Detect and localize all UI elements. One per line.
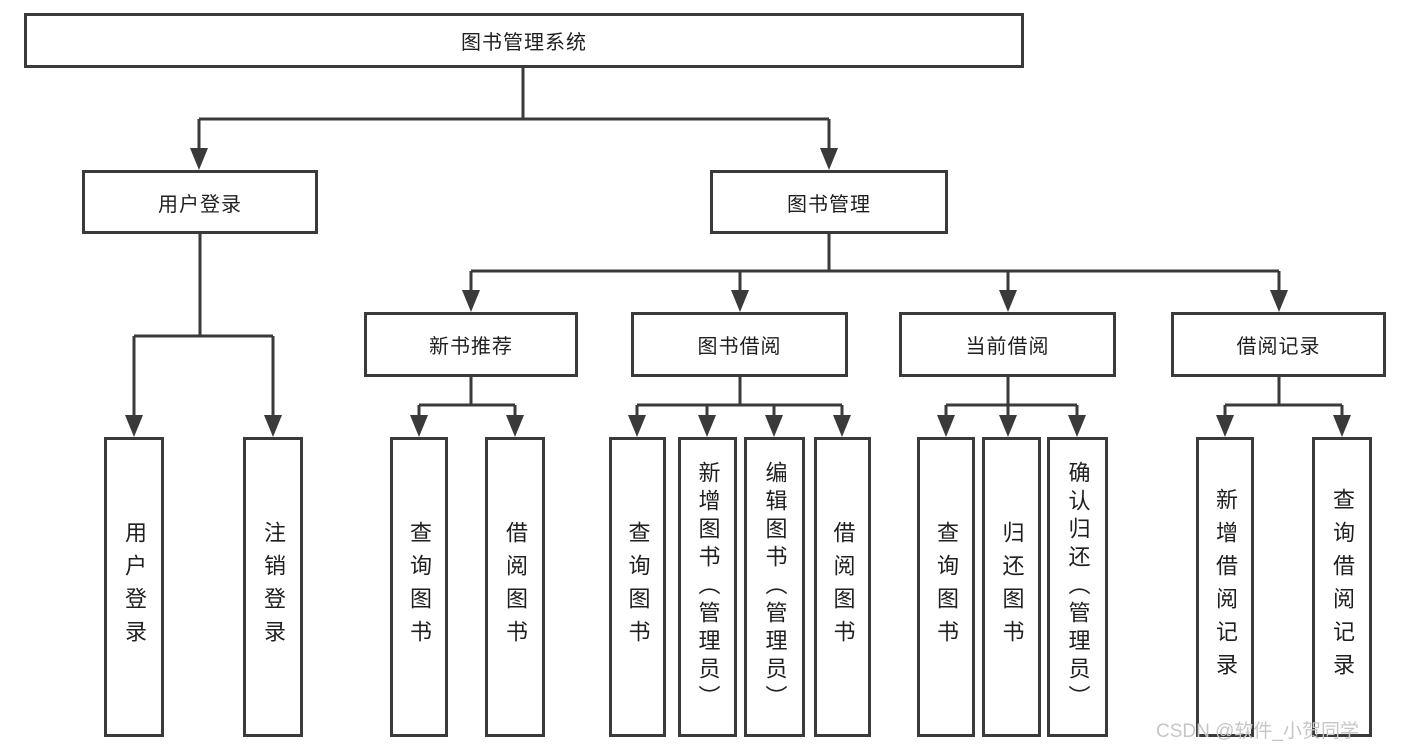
leaf-return-book-label: 归还图书 xyxy=(999,521,1025,653)
leaf-logout: 注销登录 xyxy=(243,437,303,737)
node-borrow-records-label: 借阅记录 xyxy=(1236,336,1321,358)
node-root: 图书管理系统 xyxy=(24,13,1024,68)
leaf-query-borrow-record-label: 查询借阅记录 xyxy=(1330,488,1355,686)
leaf-borrow-books-borrow: 借阅图书 xyxy=(814,437,871,737)
leaf-edit-book-admin: 编辑图书（管理员） xyxy=(744,437,805,737)
node-current-borrow-label: 当前借阅 xyxy=(965,336,1050,358)
leaf-query-books-current-label: 查询图书 xyxy=(934,521,959,653)
watermark: CSDN @软件_小贺同学 xyxy=(1156,721,1359,742)
leaf-user-login-label: 用户登录 xyxy=(122,521,147,653)
leaf-borrow-books-borrow-label: 借阅图书 xyxy=(830,521,856,653)
node-book-mgmt-label: 图书管理 xyxy=(787,193,871,216)
leaf-logout-label: 注销登录 xyxy=(261,521,286,653)
node-book-mgmt: 图书管理 xyxy=(710,170,948,234)
leaf-borrow-books-recommend: 借阅图书 xyxy=(485,437,545,737)
node-user-login: 用户登录 xyxy=(82,170,318,234)
node-book-borrow: 图书借阅 xyxy=(631,312,848,377)
leaf-query-borrow-record: 查询借阅记录 xyxy=(1312,437,1372,737)
leaf-query-books-recommend-label: 查询图书 xyxy=(407,521,432,653)
leaf-query-books-borrow: 查询图书 xyxy=(609,437,666,737)
node-current-borrow: 当前借阅 xyxy=(899,312,1116,377)
leaf-confirm-return-admin-label: 确认归还（管理员） xyxy=(1065,461,1091,713)
leaf-borrow-books-recommend-label: 借阅图书 xyxy=(503,521,528,653)
leaf-query-books-current: 查询图书 xyxy=(917,437,975,737)
node-new-book-recommend: 新书推荐 xyxy=(364,312,578,377)
leaf-return-book: 归还图书 xyxy=(982,437,1041,737)
leaf-confirm-return-admin: 确认归还（管理员） xyxy=(1047,437,1108,737)
node-user-login-label: 用户登录 xyxy=(158,193,242,216)
leaf-edit-book-admin-label: 编辑图书（管理员） xyxy=(762,461,788,713)
node-root-label: 图书管理系统 xyxy=(461,32,587,54)
node-book-borrow-label: 图书借阅 xyxy=(697,336,782,358)
node-borrow-records: 借阅记录 xyxy=(1171,312,1386,377)
leaf-query-books-recommend: 查询图书 xyxy=(390,437,448,737)
leaf-add-book-admin: 新增图书（管理员） xyxy=(678,437,737,737)
node-new-book-recommend-label: 新书推荐 xyxy=(429,336,513,358)
leaf-user-login: 用户登录 xyxy=(104,437,164,737)
leaf-query-books-borrow-label: 查询图书 xyxy=(625,521,651,653)
leaf-add-borrow-record-label: 新增借阅记录 xyxy=(1213,488,1238,686)
leaf-add-borrow-record: 新增借阅记录 xyxy=(1196,437,1254,737)
leaf-add-book-admin-label: 新增图书（管理员） xyxy=(695,461,721,713)
